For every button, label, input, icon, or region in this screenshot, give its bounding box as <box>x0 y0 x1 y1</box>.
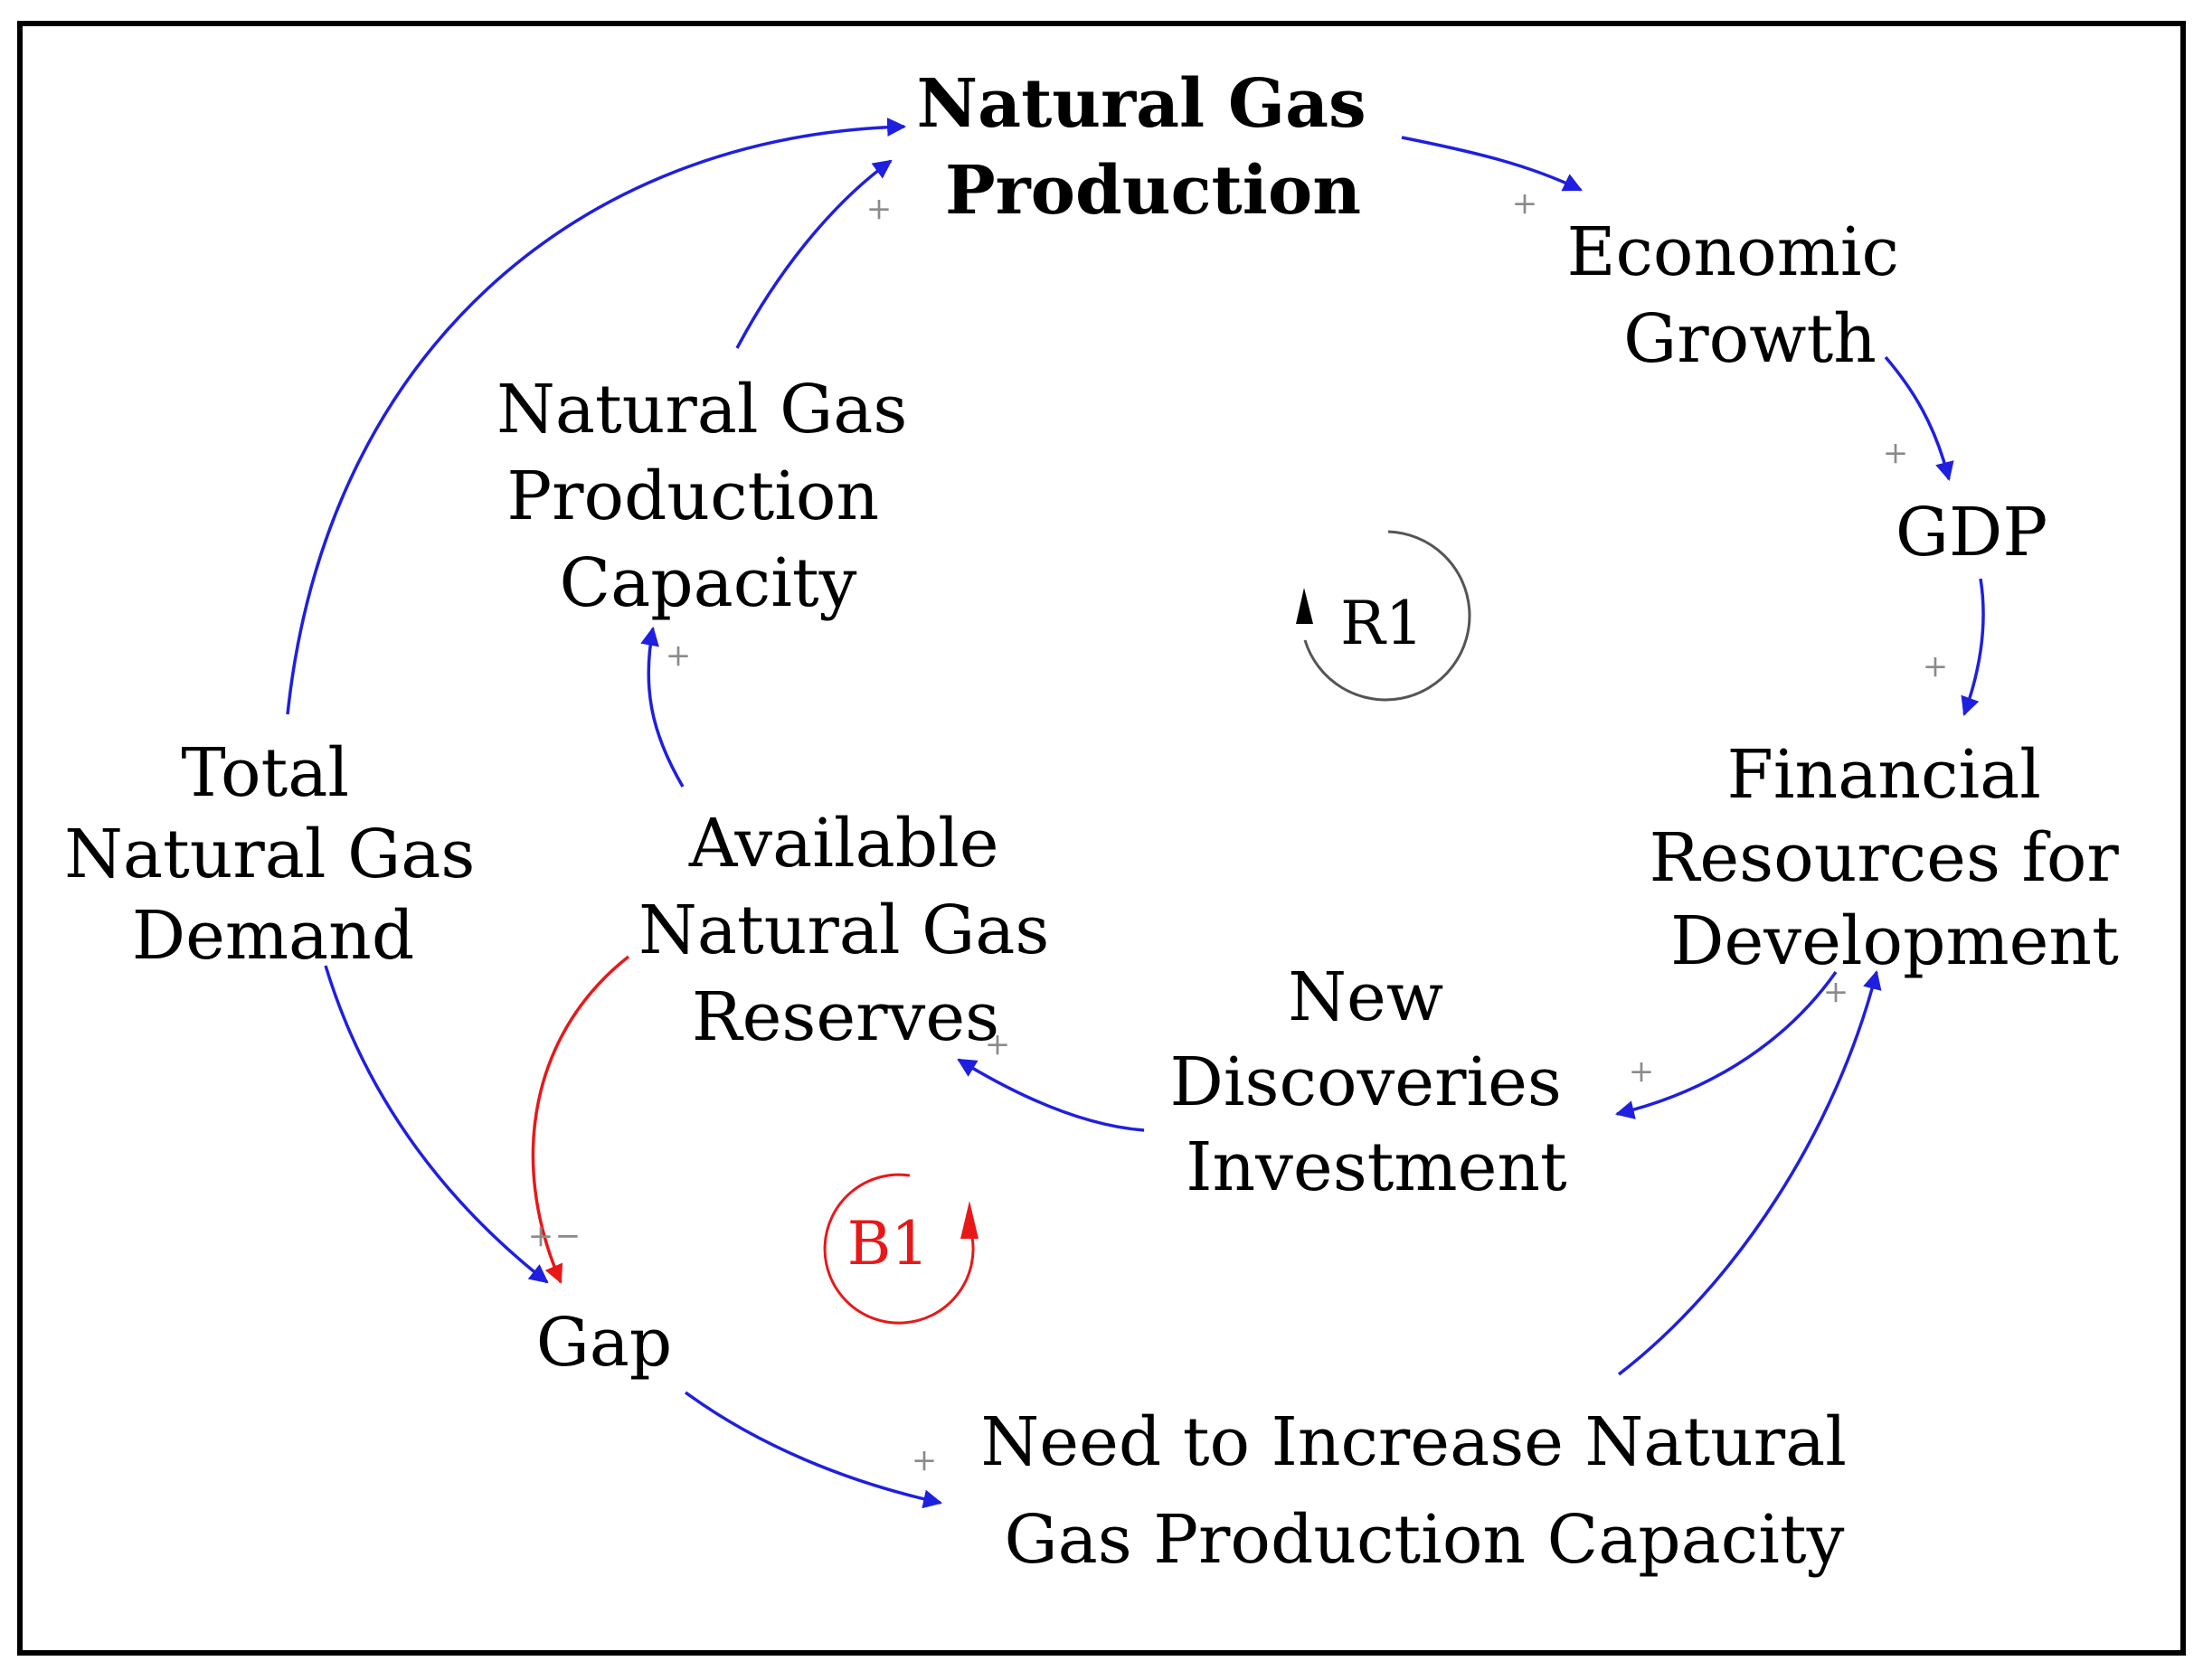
loop-b1-arc <box>823 1173 975 1325</box>
node-economic-growth: Economic Growth <box>1566 213 1920 378</box>
node-line: Investment <box>1186 1128 1567 1206</box>
node-line: Natural Gas <box>496 371 907 448</box>
node-line: Natural Gas <box>64 816 475 893</box>
node-line: Need to Increase Natural <box>981 1403 1847 1481</box>
loop-b1-arrowhead <box>960 1201 979 1239</box>
node-line: Natural Gas <box>917 65 1366 143</box>
link-economic-growth-to-gdp <box>1884 355 1954 482</box>
sign-discoveries-investment-to-reserves: + <box>985 1026 1011 1062</box>
sign-reserves-to-gap: − <box>555 1218 581 1254</box>
sign-economic-growth-to-gdp: + <box>1883 435 1909 471</box>
node-line: Natural Gas <box>638 892 1049 969</box>
sign-gdp-to-financial-resources: + <box>1923 648 1949 684</box>
node-available-reserves: Available Natural Gas Reserves <box>638 805 1071 1056</box>
link-capacity-to-production <box>735 159 893 349</box>
sign-reserves-to-capacity: + <box>666 637 692 674</box>
node-gdp: GDP <box>1896 494 2047 571</box>
sign-capacity-to-production: + <box>866 191 893 227</box>
loop-b1-label: B1 <box>847 1209 930 1279</box>
node-line: Gas Production Capacity <box>1005 1501 1845 1579</box>
link-reserves-to-gap <box>531 955 630 1284</box>
node-line: Capacity <box>560 544 857 622</box>
node-new-discoveries-investment: New Discoveries Investment <box>1170 958 1584 1206</box>
node-line: Discoveries <box>1170 1043 1562 1121</box>
link-financial-to-discoveries-investment <box>1614 970 1838 1119</box>
loop-r1-arrowhead <box>1296 588 1313 624</box>
node-gap: Gap <box>536 1304 673 1382</box>
loop-r1: R1 <box>1296 530 1471 702</box>
loop-r1-arc <box>1303 530 1471 702</box>
sign-financial-outgoing: + <box>1823 974 1849 1010</box>
node-line: Demand <box>132 897 414 975</box>
node-line: Resources for <box>1650 819 2120 897</box>
node-need-to-increase-capacity: Need to Increase Natural Gas Production … <box>981 1403 1868 1579</box>
sign-financial-to-discoveries-investment: + <box>1629 1053 1655 1090</box>
node-production-capacity: Natural Gas Production Capacity <box>496 371 929 622</box>
sign-demand-to-gap: + <box>528 1218 554 1254</box>
link-gap-to-need-to-increase <box>684 1391 943 1509</box>
node-line: Development <box>1670 902 2119 980</box>
loop-b1: B1 <box>823 1173 979 1325</box>
node-financial-resources: Financial Resources for Development <box>1650 736 2141 980</box>
link-need-to-increase-to-financial <box>1617 969 1882 1376</box>
node-line: Available <box>688 805 999 882</box>
node-line: New <box>1288 958 1443 1036</box>
node-line: GDP <box>1896 494 2047 571</box>
node-line: Production <box>945 152 1361 230</box>
sign-production-to-economic-growth: + <box>1512 185 1538 222</box>
link-production-to-economic-growth <box>1401 136 1583 192</box>
node-line: Gap <box>536 1304 673 1382</box>
link-reserves-to-capacity <box>640 626 685 788</box>
link-demand-to-production <box>286 118 907 715</box>
link-demand-to-gap <box>324 965 549 1284</box>
node-line: Growth <box>1623 300 1877 378</box>
loop-r1-label: R1 <box>1340 589 1423 658</box>
node-line: Reserves <box>692 978 999 1056</box>
node-line: Production <box>506 458 879 535</box>
sign-gap-to-need-to-increase: + <box>912 1442 938 1478</box>
link-gdp-to-financial-resources <box>1961 578 1985 716</box>
node-natural-gas-production: Natural Gas Production <box>917 65 1390 230</box>
node-line: Total <box>181 734 349 812</box>
link-discoveries-investment-to-reserves <box>957 1058 1145 1132</box>
diagram-border <box>17 21 2186 1656</box>
node-line: Economic <box>1566 213 1899 291</box>
node-line: Financial <box>1727 736 2041 814</box>
node-total-demand: Total Natural Gas Demand <box>64 734 496 975</box>
